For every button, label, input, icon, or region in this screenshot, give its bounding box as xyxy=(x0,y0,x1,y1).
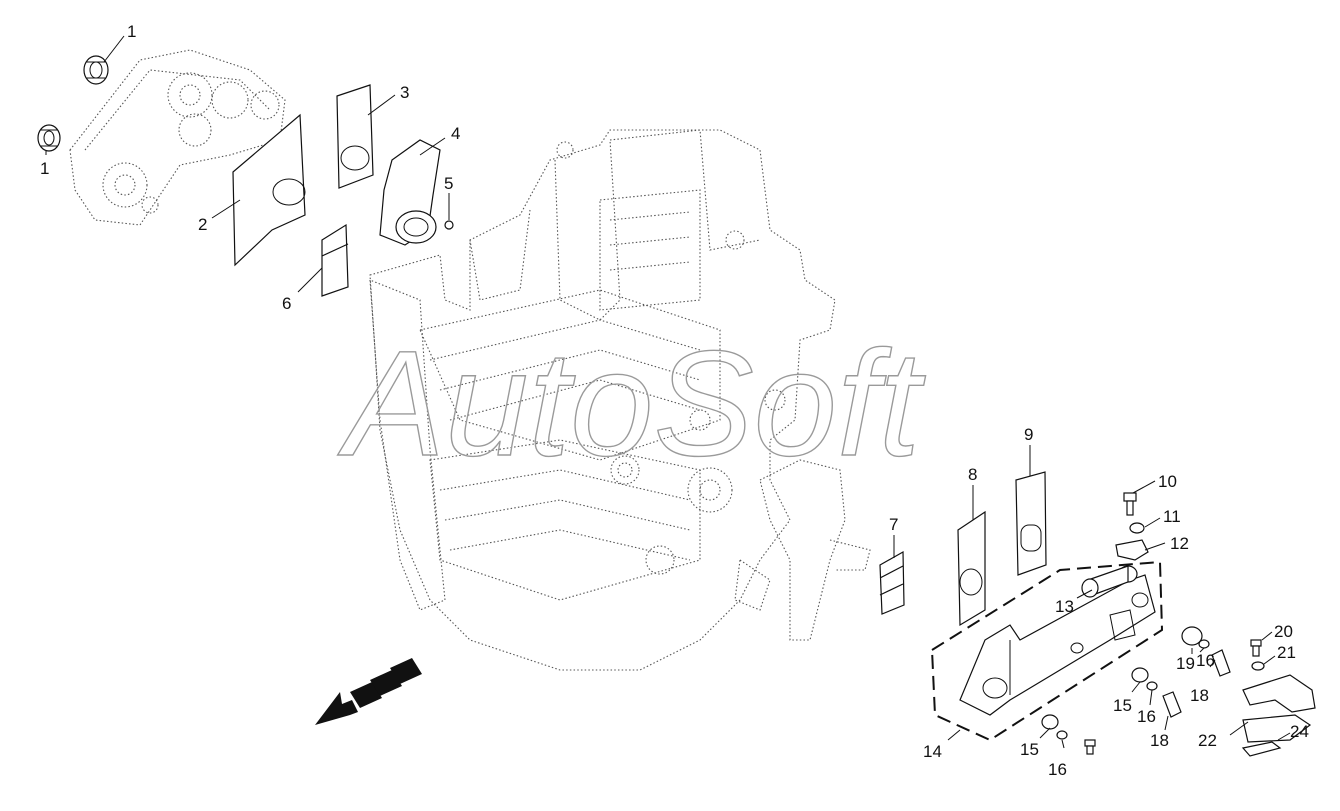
callout-16-c: 16 xyxy=(1196,651,1215,670)
callout-20: 20 xyxy=(1274,622,1293,641)
panel-part-8 xyxy=(957,510,986,627)
bearing-part-1-top xyxy=(83,55,109,85)
callout-3: 3 xyxy=(400,83,409,102)
washer-part-11 xyxy=(1129,522,1145,534)
clamp-part-12 xyxy=(1115,539,1149,561)
bracket-part-22 xyxy=(1242,674,1316,743)
pin-part-18-b xyxy=(1162,691,1182,718)
watermark: AutoSoft xyxy=(337,319,926,487)
washer-part-16-a xyxy=(1146,681,1158,691)
assembly-outline-part-14 xyxy=(930,560,1164,742)
bracket-part-6 xyxy=(321,223,349,297)
baler-frame-phantom xyxy=(369,129,871,671)
panel-part-9 xyxy=(1015,471,1047,576)
panel-part-3 xyxy=(336,84,374,189)
drive-chain-assembly-phantom xyxy=(69,49,286,226)
callout-2: 2 xyxy=(198,215,207,234)
cover-sheet-part-2 xyxy=(232,113,306,267)
callout-11: 11 xyxy=(1163,507,1181,526)
callout-8: 8 xyxy=(968,465,977,484)
callout-18-b: 18 xyxy=(1150,731,1169,750)
washer-part-16-c xyxy=(1198,639,1210,649)
support-arm-part-14 xyxy=(959,574,1156,716)
roller-part-19 xyxy=(1181,626,1203,646)
bracket-part-7 xyxy=(879,550,905,615)
panel-8-hole xyxy=(959,568,983,596)
callout-4: 4 xyxy=(451,124,460,143)
plate-part-24 xyxy=(1241,741,1282,757)
bolt-bottom xyxy=(1084,739,1096,755)
callout-15-b: 15 xyxy=(1020,740,1039,759)
callout-16-a: 16 xyxy=(1137,707,1156,726)
bolt-part-20 xyxy=(1250,639,1262,657)
washer-part-16-b xyxy=(1056,730,1068,740)
callout-9: 9 xyxy=(1024,425,1033,444)
callout-13: 13 xyxy=(1055,597,1074,616)
callout-1-bottom: 1 xyxy=(40,159,49,178)
callout-15-a: 15 xyxy=(1113,696,1132,715)
callout-1-top: 1 xyxy=(127,22,136,41)
washer-part-21 xyxy=(1251,661,1265,671)
bolt-part-10 xyxy=(1123,492,1137,516)
travel-direction-arrow xyxy=(315,658,422,725)
panel-hole xyxy=(340,145,370,171)
callout-14: 14 xyxy=(923,742,942,761)
bolt-part-5 xyxy=(444,220,454,230)
callout-labels: 1 1 2 3 4 5 6 7 8 9 10 11 12 13 14 15 15… xyxy=(40,22,1309,779)
callout-5: 5 xyxy=(444,174,453,193)
gear-cover-part-4 xyxy=(379,139,441,246)
callout-22: 22 xyxy=(1198,731,1217,750)
washer-part-15-b xyxy=(1041,714,1059,730)
bearing-part-1-bottom xyxy=(37,124,61,152)
callout-18-a: 18 xyxy=(1190,686,1209,705)
washer-part-15-a xyxy=(1131,667,1149,683)
bushing-part-13 xyxy=(1081,565,1138,598)
leader-lines xyxy=(45,35,1291,749)
callout-24: 24 xyxy=(1290,722,1309,741)
callout-7: 7 xyxy=(889,515,898,534)
callout-19: 19 xyxy=(1176,654,1195,673)
callout-12: 12 xyxy=(1170,534,1189,553)
callout-6: 6 xyxy=(282,294,291,313)
callout-21: 21 xyxy=(1277,643,1296,662)
callout-16-b: 16 xyxy=(1048,760,1067,779)
cover-sheet-hole xyxy=(272,178,306,206)
callout-10: 10 xyxy=(1158,472,1177,491)
panel-9-slot xyxy=(1020,524,1042,552)
pin-part-18-a xyxy=(1211,649,1231,677)
